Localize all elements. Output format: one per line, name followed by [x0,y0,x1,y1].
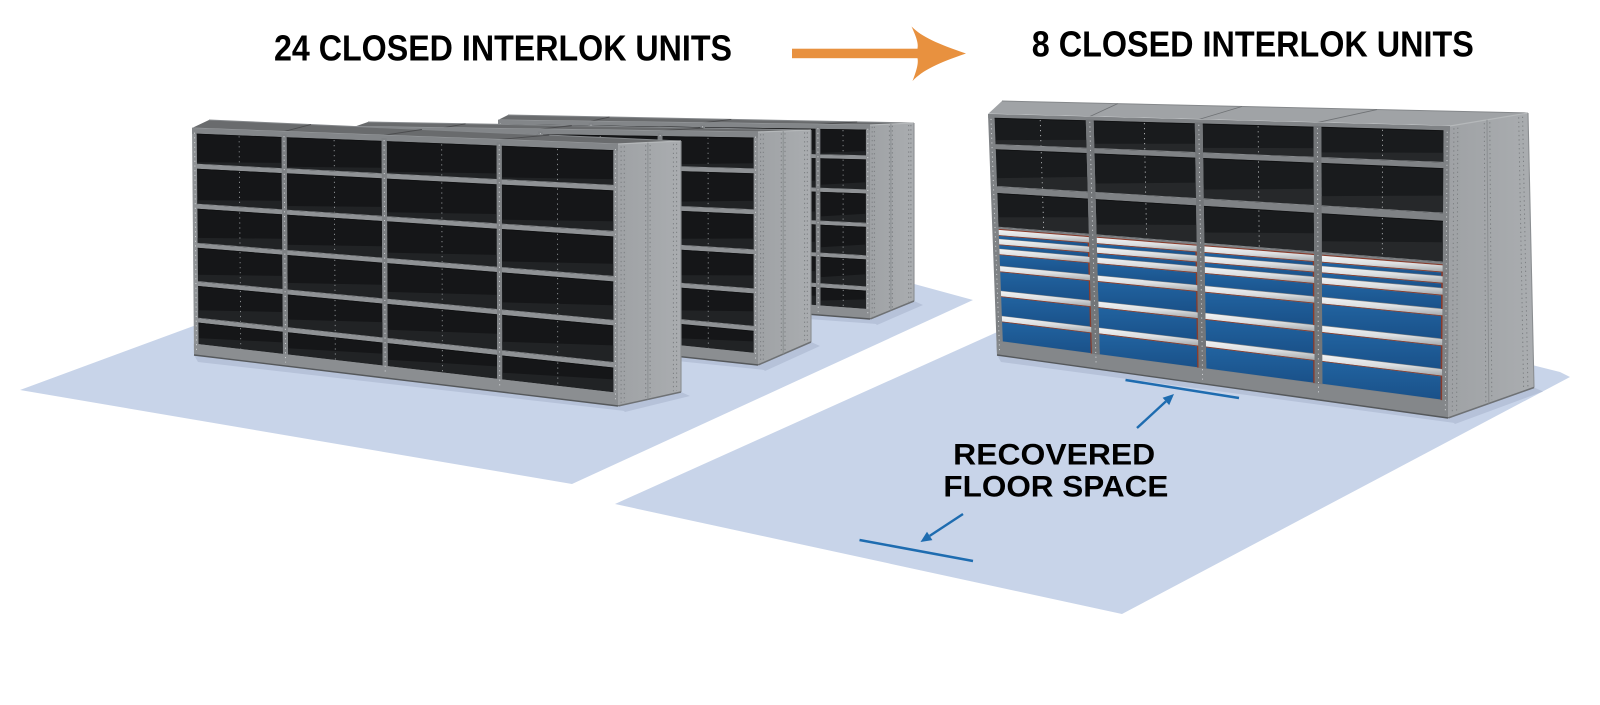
svg-text:24 CLOSED INTERLOK UNITS: 24 CLOSED INTERLOK UNITS [274,27,732,68]
svg-text:FLOOR SPACE: FLOOR SPACE [943,470,1168,503]
svg-text:8 CLOSED INTERLOK UNITS: 8 CLOSED INTERLOK UNITS [1032,24,1474,65]
svg-text:RECOVERED: RECOVERED [953,438,1155,471]
